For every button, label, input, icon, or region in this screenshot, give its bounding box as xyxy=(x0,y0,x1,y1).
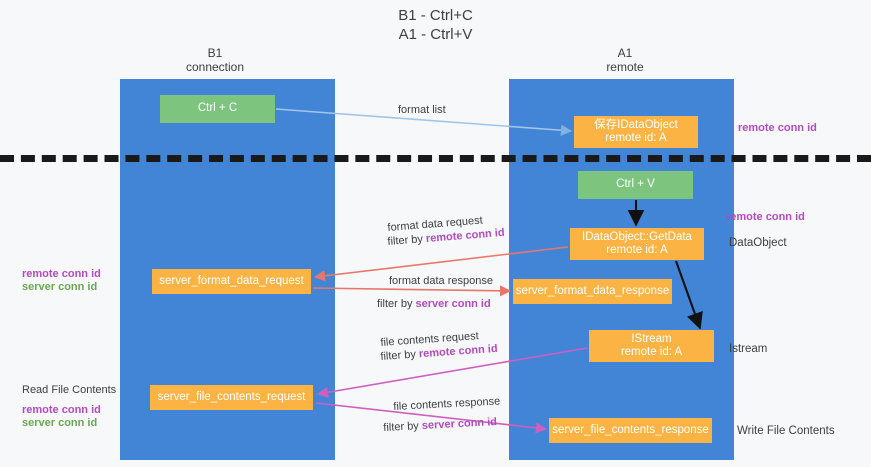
node-server-format-data-request[interactable]: server_format_data_request xyxy=(152,269,311,294)
annotation-left-bot-server: server conn id xyxy=(22,417,98,429)
annotation-left-bottom: Read File Contents remote conn id server… xyxy=(22,384,116,430)
filter-prefix: filter by xyxy=(380,348,420,363)
node-server-file-contents-request[interactable]: server_file_contents_request xyxy=(150,385,313,410)
node-server-file-contents-response[interactable]: server_file_contents_response xyxy=(549,418,712,443)
edge-getdata-to-istream xyxy=(675,260,703,330)
annotation-remote-conn-id-mid: remote conn id xyxy=(726,211,805,223)
edge-format-data-request xyxy=(313,246,569,282)
edge-file-contents-request xyxy=(316,347,588,398)
node-server-format-data-response[interactable]: server_format_data_response xyxy=(513,279,672,304)
edge-label-format-data-response: format data response xyxy=(389,275,493,287)
filter-prefix: filter by xyxy=(383,419,423,434)
edge-file-contents-response xyxy=(315,402,548,434)
edge-label-format-list: format list xyxy=(398,104,446,116)
column-header-b1: B1 connection xyxy=(185,46,245,74)
filter-key: server conn id xyxy=(415,298,491,310)
annotation-left-mid-server: server conn id xyxy=(22,281,98,293)
annotation-left-bot-remote: remote conn id xyxy=(22,404,101,416)
annotation-dataobject: DataObject xyxy=(729,237,787,249)
node-istream[interactable]: IStream remote id: A xyxy=(589,330,714,362)
filter-prefix: filter by xyxy=(377,298,416,310)
node-ctrl-v[interactable]: Ctrl + V xyxy=(578,171,693,199)
filter-key: server conn id xyxy=(421,416,498,432)
annotation-write-file-contents: Write File Contents xyxy=(737,425,835,437)
annotation-istream: Istream xyxy=(729,343,768,355)
annotation-read-file-contents: Read File Contents xyxy=(22,384,117,396)
annotation-left-mid-remote: remote conn id xyxy=(22,268,101,280)
annotation-left-mid: remote conn id server conn id xyxy=(22,268,101,294)
filter-prefix: filter by xyxy=(387,232,427,248)
node-ctrl-c[interactable]: Ctrl + C xyxy=(160,95,275,123)
page-title: B1 - Ctrl+C A1 - Ctrl+V xyxy=(398,7,473,43)
node-idataobject-getdata[interactable]: IDataObject::GetData remote id: A xyxy=(570,228,704,260)
edge-format-list xyxy=(275,108,573,136)
phase-divider xyxy=(0,155,871,162)
column-header-a1: A1 remote xyxy=(606,46,644,74)
node-idataobject[interactable]: 保存IDataObject remote id: A xyxy=(574,116,698,148)
edge-format-data-response xyxy=(312,285,512,297)
edge-label-format-data-response-filter: filter by server conn id xyxy=(377,297,491,311)
annotation-remote-conn-id-top: remote conn id xyxy=(738,122,817,134)
